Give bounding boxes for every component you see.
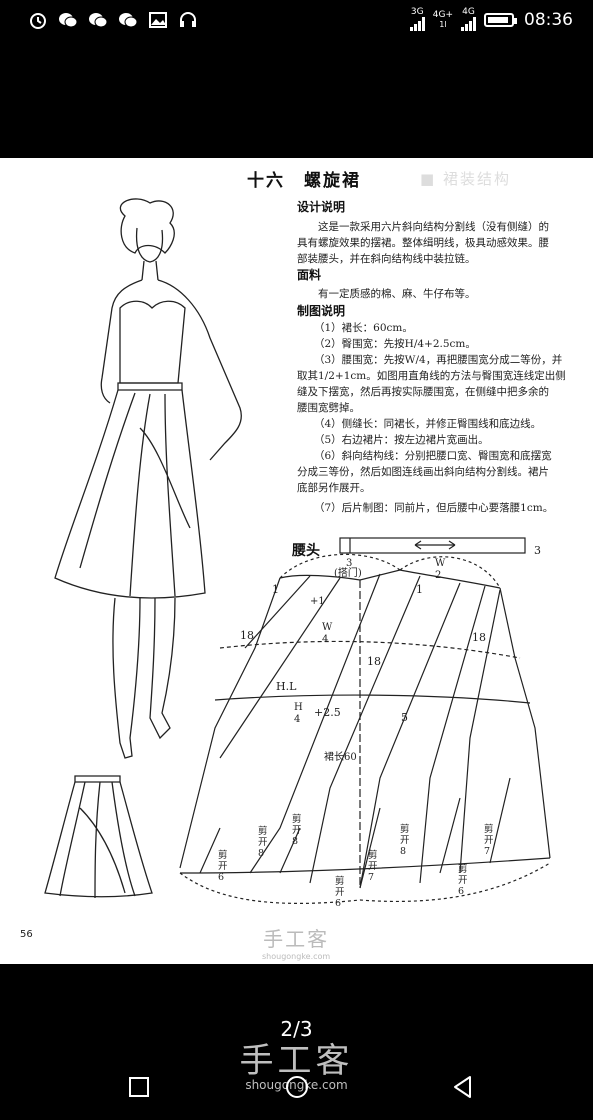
drafting-heading: 制图说明 — [297, 304, 346, 318]
label-five: 5 — [401, 711, 408, 724]
waistband-label: 腰头 — [292, 543, 320, 559]
back-icon[interactable] — [448, 1072, 478, 1102]
notification-icons — [28, 10, 198, 30]
cut-label: 剪开6 — [335, 876, 345, 909]
label-18-right: 18 — [472, 631, 486, 644]
signal-3g: 3G — [409, 8, 425, 31]
signal-4g-plus: 4G+1l — [432, 9, 453, 29]
label-one-left: 1 — [272, 583, 279, 596]
wechat-icon — [59, 13, 78, 28]
clock: 08:36 — [524, 9, 573, 30]
status-bar: 3G 4G+1l 4G 08:36 — [0, 0, 593, 42]
gallery-icon — [149, 12, 167, 28]
drafting-item: 底部另作展开。 — [297, 482, 371, 494]
skirt-thumbnail — [44, 775, 153, 898]
overlap-label: (搭门) — [334, 568, 362, 579]
drafting-item: （2）臀围宽：先按H/4+2.5cm。 — [314, 338, 476, 350]
design-heading: 设计说明 — [297, 200, 346, 214]
cut-label: 剪开6 — [458, 864, 468, 897]
drafting-item: （7）后片制图：同前片，但后腰中心要落腰1cm。 — [314, 502, 554, 514]
label-18-mid: 18 — [367, 655, 381, 668]
drafting-item: （4）侧缝长：同裙长，并修正臀围线和底边线。 — [314, 418, 542, 430]
viewer-watermark: 手工客 shougongke.com — [239, 1041, 354, 1092]
cut-label: 剪开8 — [258, 826, 268, 859]
drafting-item: （1）裙长：60cm。 — [314, 322, 413, 334]
label-w4-num: W — [322, 622, 333, 633]
signal-4g: 4G — [461, 8, 476, 31]
image-counter: 2/3 — [280, 1017, 313, 1041]
cut-label: 剪开8 — [400, 824, 410, 857]
drafting-item: （6）斜向结构线：分别把腰口宽、臀围宽和底摆宽 — [314, 450, 552, 462]
wechat-icon — [89, 13, 108, 28]
fashion-figure-illustration — [54, 198, 242, 759]
label-plus25: +2.5 — [314, 706, 341, 719]
label-18-left: 18 — [240, 629, 254, 642]
label-h4-den: 4 — [294, 714, 301, 725]
page-title: 十六 螺旋裙 — [247, 171, 361, 191]
cut-label: 剪开6 — [218, 850, 228, 883]
fabric-text: 有一定质感的棉、麻、牛仔布等。 — [318, 288, 476, 300]
drafting-item: 分成三等份，然后如图连线画出斜向结构分割线。裙片 — [297, 466, 549, 478]
wechat-icon — [119, 13, 138, 28]
pattern-diagram — [179, 537, 551, 904]
headset-icon — [180, 12, 196, 27]
label-hl: H.L — [276, 680, 297, 693]
drafting-item: （5）右边裙片：按左边裙片宽画出。 — [314, 434, 489, 446]
cut-label: 剪开7 — [368, 850, 378, 883]
page-number: 56 — [20, 929, 33, 940]
waistband-w-den: 2 — [435, 570, 442, 581]
cut-label: 剪开7 — [484, 824, 494, 857]
system-status: 3G 4G+1l 4G 08:36 — [409, 8, 573, 31]
label-skirt-length: 裙长60 — [324, 752, 357, 763]
recent-apps-icon[interactable] — [124, 1072, 154, 1102]
home-icon[interactable] — [282, 1072, 312, 1102]
bleed-through-header: ■ 裙装结构 — [420, 170, 511, 188]
waistband-w-num: W — [435, 558, 446, 569]
alarm-icon — [30, 13, 46, 29]
label-w4-den: 4 — [322, 634, 329, 645]
drafting-item: 缝及下摆宽，然后再按实际腰围宽，在侧缝中把多余的 — [297, 386, 549, 398]
label-plus1: +1 — [310, 596, 325, 607]
drafting-item: 腰围宽劈掉。 — [297, 402, 360, 414]
cut-label: 剪开8 — [292, 814, 302, 847]
design-line-3: 部装腰头，并在斜向结构线中装拉链。 — [297, 253, 476, 265]
label-one-right: 1 — [416, 583, 423, 596]
label-h4-num: H — [294, 702, 303, 713]
design-line-1: 这是一款采用六片斜向结构分割线（没有侧缝）的 — [318, 221, 549, 233]
drafting-item: 取其1/2+1cm。如图用直角线的方法与臀围宽连线定出侧 — [297, 370, 566, 382]
design-line-2: 具有螺旋效果的摆裙。整体缉明线，极具动感效果。腰 — [297, 237, 549, 249]
fabric-heading: 面料 — [297, 268, 322, 282]
page-watermark: 手工客 shougongke.com — [262, 927, 331, 961]
waistband-width: 3 — [534, 544, 541, 557]
overlap-num: 3 — [346, 558, 353, 569]
pattern-page[interactable]: 十六 螺旋裙 ■ 裙装结构 设计说明 这是一款采用六片斜向结构分割线（没有侧缝）… — [0, 158, 593, 964]
battery-icon — [484, 12, 517, 27]
drafting-item: （3）腰围宽：先按W/4，再把腰围宽分成二等份，并 — [314, 354, 563, 366]
